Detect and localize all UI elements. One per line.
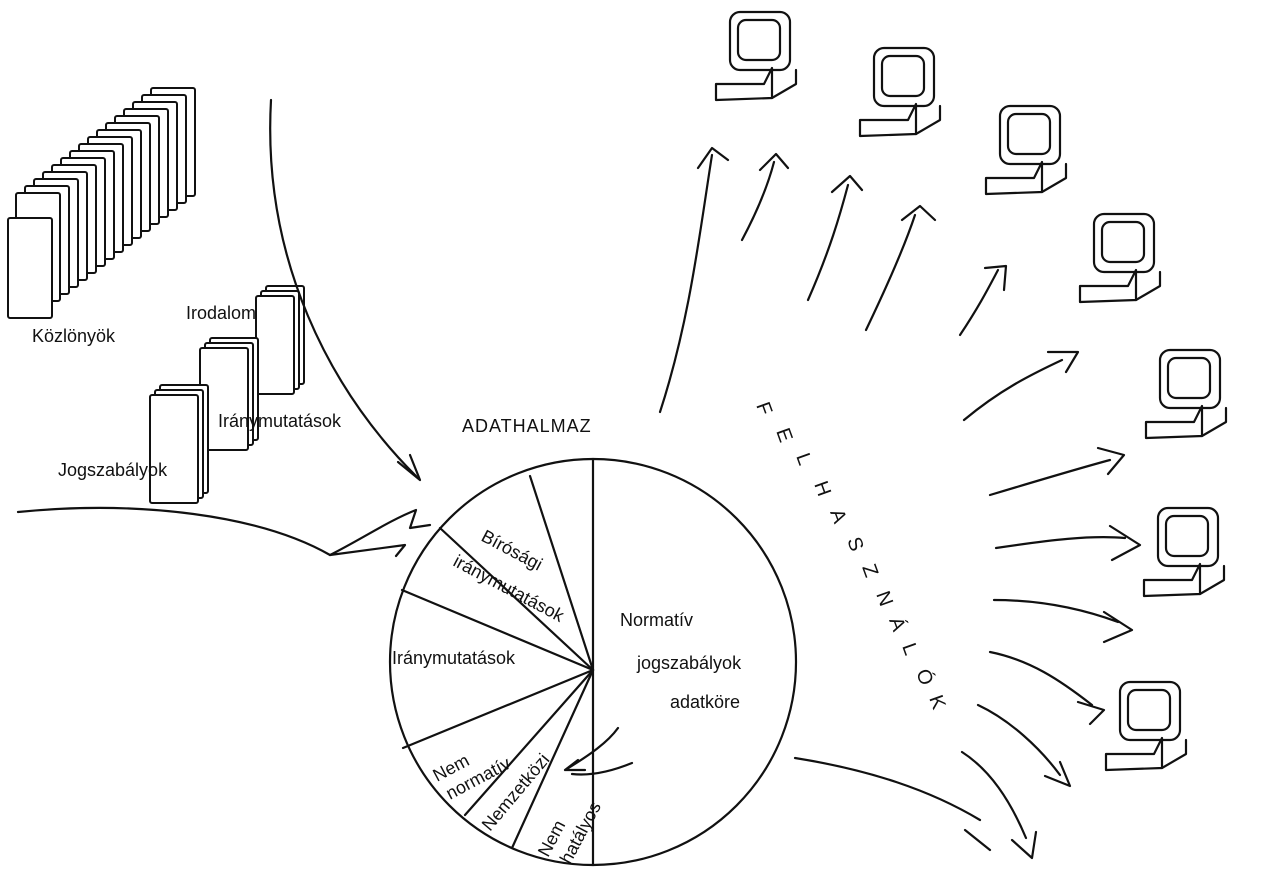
computer-icon (714, 10, 798, 102)
pie-divider-6 (510, 668, 595, 850)
felhasznalok-letter-6: S (842, 534, 867, 554)
computer-icon (1078, 212, 1162, 304)
pie-divider-3 (400, 588, 595, 672)
computer-icon (1104, 680, 1188, 772)
output-arrow-7 (988, 446, 1126, 497)
segment-birosagi-line2: iránymutatások (450, 551, 568, 626)
jogszabalyok-label: Jogszabályok (58, 460, 168, 480)
segment-normativ-line1: Normatív (620, 610, 693, 630)
output-arrow-8 (994, 524, 1142, 562)
output-arrow-12 (960, 750, 1038, 860)
felhasznalok-letter-7: Z (857, 561, 882, 580)
output-arrow-5 (958, 264, 1008, 337)
kozlonyok-stack-icon (7, 87, 196, 319)
computer-terminals (714, 10, 1228, 772)
output-arrow-6 (962, 350, 1080, 422)
output-arrow-9 (992, 598, 1134, 644)
felhasznalok-letter-10: L (897, 640, 921, 658)
computer-icon (1144, 348, 1228, 440)
output-arrow-10 (988, 650, 1106, 726)
kozlonyok-label: Közlönyök (32, 326, 116, 346)
segment-normativ-line3: adatköre (670, 692, 740, 712)
output-arrow-3 (806, 174, 864, 302)
output-arrows (658, 146, 1142, 860)
irodalom-book-icon (255, 285, 305, 395)
pie-divider-5 (463, 668, 595, 817)
output-arrow-11 (976, 703, 1072, 788)
segment-normativ-line2: jogszabályok (636, 653, 742, 673)
output-arrow-1 (658, 146, 730, 414)
adathalmaz-pie (388, 457, 798, 867)
felhasznalok-letter-9: Á (884, 614, 910, 635)
computer-icon (1142, 506, 1226, 598)
felhasznalok-letter-8: N (871, 588, 897, 609)
computer-icon (984, 104, 1068, 196)
pie-divider-1 (528, 474, 595, 672)
internal-curved-arrow (563, 726, 634, 776)
pie-divider-4 (401, 668, 595, 750)
computer-icon (858, 46, 942, 138)
output-arrow-13 (793, 756, 992, 852)
output-arrow-2 (740, 152, 790, 242)
felhasznalok-letter-12: K (924, 692, 949, 713)
iranymutatasok-label: Iránymutatások (218, 411, 342, 431)
felhasznalok-label: F E L H A S Z N Á L Ó K (751, 399, 949, 713)
felhasznalok-letter-4: H (809, 478, 835, 499)
output-arrow-4 (864, 204, 937, 332)
felhasznalok-letter-11: Ó (911, 666, 938, 688)
felhasznalok-letter-1: F (751, 399, 776, 418)
felhasznalok-letter-3: L (791, 450, 815, 468)
irodalom-label: Irodalom (186, 303, 256, 323)
input-arrow-top (269, 98, 422, 482)
iranymutatasok-book-icon (199, 337, 259, 451)
adathalmaz-title: ADATHALMAZ (462, 416, 592, 436)
segment-iranymutatasok: Iránymutatások (392, 648, 516, 668)
pie-divider-2 (438, 526, 595, 672)
felhasznalok-letter-5: A (825, 506, 850, 527)
felhasznalok-letter-2: E (771, 425, 796, 445)
input-arrow-bottom (16, 506, 432, 558)
jogszabalyok-book-icon (149, 384, 209, 504)
